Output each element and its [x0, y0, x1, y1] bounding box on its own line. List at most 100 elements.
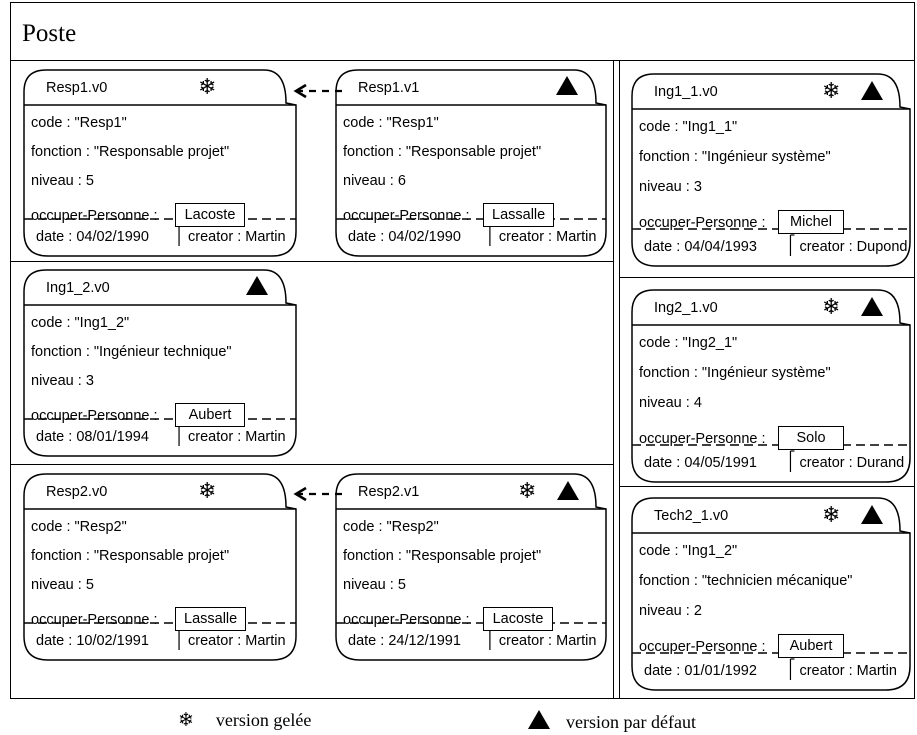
code-field: code : "Resp1": [343, 115, 439, 131]
creator-field: creator : Martin: [188, 429, 286, 445]
divider: [10, 464, 613, 465]
niveau-field: niveau : 3: [31, 373, 94, 389]
triangle-icon: [860, 297, 883, 316]
date-field: date : 08/01/1994: [36, 429, 149, 445]
date-field: date : 04/05/1991: [644, 455, 757, 471]
occuper-label: occuper-Personne :: [639, 639, 766, 655]
triangle-icon: [246, 276, 268, 295]
version-card: Ing1_1.v0 ❄ code : "Ing1_1" fonction : "…: [631, 73, 911, 267]
card-outline: [631, 73, 911, 267]
niveau-field: niveau : 6: [343, 173, 406, 189]
version-name: Tech2_1.v0: [654, 508, 729, 524]
version-name: Resp1.v1: [358, 80, 420, 96]
version-name: Ing1_1.v0: [654, 84, 718, 100]
legend-default-label: version par défaut: [566, 712, 696, 732]
version-card: Resp2.v0 ❄ code : "Resp2" fonction : "Re…: [23, 473, 297, 661]
occuper-label: occuper-Personne :: [31, 612, 158, 628]
version-card: Tech2_1.v0 ❄ code : "Ing1_2" fonction : …: [631, 497, 911, 691]
divider: [10, 261, 613, 262]
personne-box: Aubert: [175, 403, 245, 427]
version-icons: ❄: [822, 296, 883, 318]
snowflake-icon: ❄: [198, 74, 217, 99]
niveau-field: niveau : 4: [639, 395, 702, 411]
version-name: Resp1.v0: [46, 80, 108, 96]
legend-frozen: ❄ version gelée: [178, 710, 311, 731]
occuper-label: occuper-Personne :: [639, 431, 766, 447]
snowflake-icon: ❄: [178, 710, 194, 731]
occuper-label: occuper-Personne :: [343, 612, 470, 628]
triangle-icon: [556, 76, 578, 95]
creator-field: creator : Durand: [799, 455, 905, 471]
creator-field: creator : Martin: [799, 663, 897, 679]
niveau-field: niveau : 2: [639, 603, 702, 619]
niveau-field: niveau : 5: [31, 173, 94, 189]
niveau-field: niveau : 5: [31, 577, 94, 593]
divider: [619, 60, 620, 699]
divider: [10, 60, 915, 61]
fonction-field: fonction : "Ingénieur technique": [31, 344, 232, 360]
snowflake-icon: ❄: [518, 478, 537, 503]
code-field: code : "Ing1_1": [639, 119, 738, 135]
diagram-title: Poste: [22, 20, 77, 47]
snowflake-icon: ❄: [822, 78, 841, 103]
fonction-field: fonction : "Responsable projet": [31, 548, 230, 564]
divider: [619, 486, 915, 487]
version-icons: [556, 76, 578, 97]
date-field: date : 01/01/1992: [644, 663, 757, 679]
code-field: code : "Resp2": [31, 519, 127, 535]
divider: [613, 60, 614, 699]
date-field: date : 04/04/1993: [644, 239, 757, 255]
occuper-label: occuper-Personne :: [639, 215, 766, 231]
version-name: Ing2_1.v0: [654, 300, 718, 316]
divider: [619, 277, 915, 278]
triangle-icon: [860, 81, 883, 100]
version-icons: ❄: [822, 80, 883, 102]
version-icons: ❄: [518, 480, 579, 502]
triangle-icon: [556, 481, 579, 500]
fonction-field: fonction : "Ingénieur système": [639, 365, 831, 381]
version-card: Resp1.v1 code : "Resp1" fonction : "Resp…: [335, 69, 607, 257]
snowflake-icon: ❄: [822, 294, 841, 319]
niveau-field: niveau : 5: [343, 577, 406, 593]
version-icons: [246, 276, 268, 297]
date-field: date : 10/02/1991: [36, 633, 149, 649]
personne-box: Solo: [778, 426, 844, 450]
personne-box: Lassalle: [483, 203, 555, 227]
version-card: Ing1_2.v0 code : "Ing1_2" fonction : "In…: [23, 269, 297, 457]
fonction-field: fonction : "technicien mécanique": [639, 573, 853, 589]
occuper-label: occuper-Personne :: [31, 208, 158, 224]
date-field: date : 04/02/1990: [36, 229, 149, 245]
creator-field: creator : Dupond: [799, 239, 908, 255]
personne-box: Michel: [778, 210, 844, 234]
occuper-label: occuper-Personne :: [31, 408, 158, 424]
creator-field: creator : Martin: [188, 229, 286, 245]
fonction-field: fonction : "Responsable projet": [31, 144, 230, 160]
version-card: Resp1.v0 ❄ code : "Resp1" fonction : "Re…: [23, 69, 297, 257]
version-name: Resp2.v0: [46, 484, 108, 500]
triangle-icon: [528, 710, 550, 729]
fonction-field: fonction : "Responsable projet": [343, 548, 542, 564]
snowflake-icon: ❄: [198, 478, 217, 503]
personne-box: Lacoste: [483, 607, 553, 631]
snowflake-icon: ❄: [822, 502, 841, 527]
legend-default: version par défaut: [528, 710, 696, 733]
version-icons: ❄: [822, 504, 883, 526]
code-field: code : "Resp1": [31, 115, 127, 131]
creator-field: creator : Martin: [188, 633, 286, 649]
code-field: code : "Resp2": [343, 519, 439, 535]
derivation-arrow: [293, 486, 342, 502]
version-card: Resp2.v1 ❄ code : "Resp2" fonction : "Re…: [335, 473, 607, 661]
version-name: Resp2.v1: [358, 484, 420, 500]
legend-frozen-label: version gelée: [215, 710, 312, 730]
version-icons: ❄: [198, 480, 216, 502]
triangle-icon: [860, 505, 883, 524]
fonction-field: fonction : "Ingénieur système": [639, 149, 831, 165]
card-outline: [631, 289, 911, 483]
creator-field: creator : Martin: [498, 229, 597, 245]
fonction-field: fonction : "Responsable projet": [343, 144, 542, 160]
date-field: date : 04/02/1990: [348, 229, 461, 245]
derivation-arrow: [293, 83, 342, 99]
personne-box: Aubert: [778, 634, 844, 658]
creator-field: creator : Martin: [498, 633, 597, 649]
card-outline: [631, 497, 911, 691]
